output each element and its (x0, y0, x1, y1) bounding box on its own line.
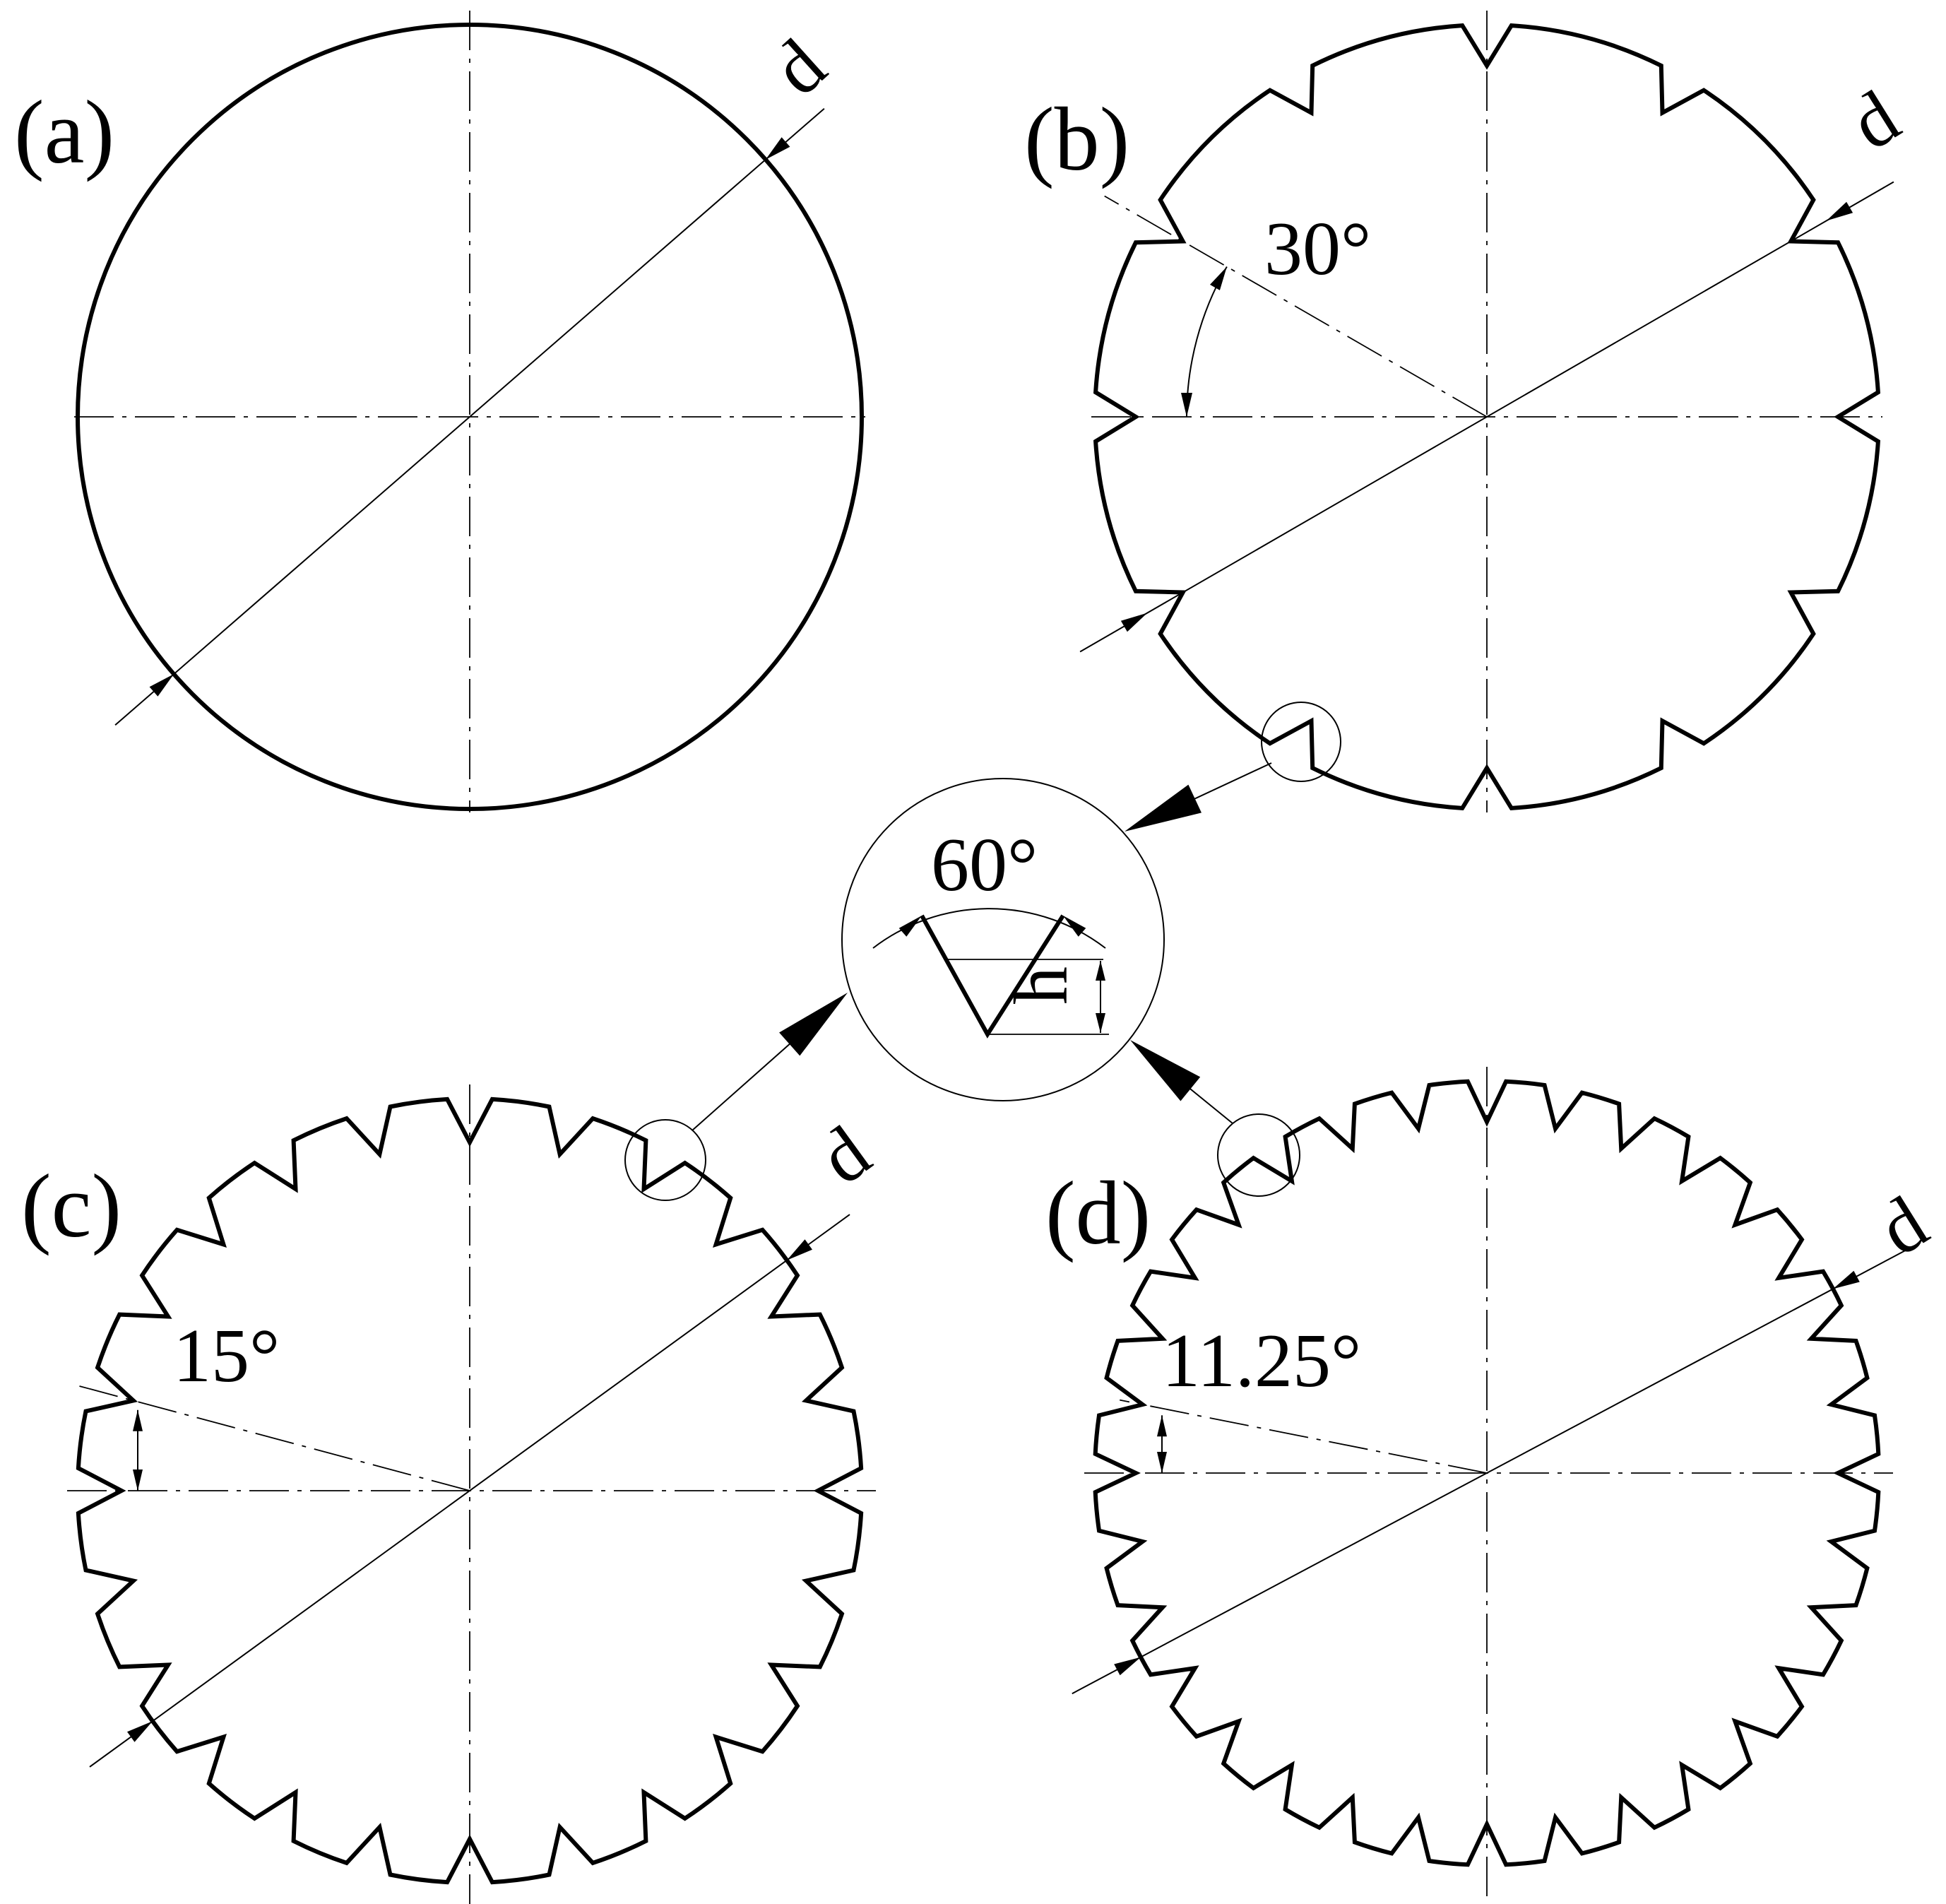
notch-detail-angle-arrow-1 (898, 916, 922, 937)
notch-detail-circle (841, 778, 1165, 1101)
notch-detail-depth-label: h (999, 966, 1084, 1005)
notch-detail-angle-dimension (872, 908, 1106, 960)
panel-d-diameter-dimension-line (1072, 1245, 1915, 1695)
leader-arrow-from-d-head (1130, 1040, 1201, 1101)
panel-b-diameter-dimension (1079, 181, 1894, 653)
panel-a-diameter-label: d (757, 23, 841, 112)
leader-arrow-from-c-head (779, 993, 848, 1056)
panel-b-diameter-dimension-line (1079, 181, 1894, 653)
panel-a-diameter-dimension-arrow-2 (149, 674, 174, 697)
panel-b-angle-dimension-arc (1186, 266, 1228, 418)
panel-d-label: (d) (1045, 1163, 1151, 1263)
panel-d-angle-dimension-arrow-1 (1157, 1415, 1167, 1437)
panel-a-outline (75, 23, 865, 811)
panel-c-diameter-dimension-arrow-1 (787, 1239, 812, 1260)
panel-b-angle-label: 30° (1264, 207, 1371, 291)
panel-b-diameter-dimension-arrow-2 (1120, 613, 1148, 632)
panel-c-outline (76, 1096, 864, 1885)
panel-d-diameter-dimension-arrow-2 (1114, 1657, 1141, 1676)
panel-d-diameter-dimension (1072, 1245, 1915, 1695)
panel-d-angle-label: 11.25° (1162, 1319, 1361, 1403)
panel-b-angle-dimension (1181, 266, 1228, 418)
panel-d: (d) d 11.25° (1045, 1067, 1942, 1904)
panel-b-label: (b) (1024, 89, 1129, 189)
panel-c-detail-callout-circle (624, 1119, 706, 1201)
leader-arrow-from-d (1130, 1040, 1233, 1124)
panel-c-diameter-dimension-arrow-2 (127, 1721, 153, 1742)
notch-detail-depth-arrow-1 (1096, 961, 1105, 981)
panel-c-angle-dimension-arrow-1 (133, 1409, 143, 1431)
panel-d-outline (1093, 1079, 1881, 1867)
notch-detail: 60° h (841, 778, 1165, 1101)
panel-a: (a) d (14, 11, 865, 812)
notch-detail-angle-label: 60° (931, 823, 1038, 907)
panel-c-angle-dimension-arrow-2 (133, 1470, 143, 1491)
panel-b-detail-callout-circle (1261, 702, 1341, 782)
panel-b-diameter-dimension-arrow-1 (1826, 201, 1853, 221)
panel-a-label: (a) (14, 82, 114, 182)
panel-c-diameter-label: d (805, 1110, 885, 1200)
panel-d-angle-ray (1120, 1399, 1488, 1474)
panel-d-diameter-dimension-arrow-1 (1833, 1270, 1860, 1289)
panel-d-angle-dimension-arrow-2 (1157, 1452, 1167, 1473)
panel-b-outline (1093, 23, 1881, 811)
panel-d-detail-callout-circle (1217, 1113, 1300, 1197)
notch-detail-depth-arrow-2 (1096, 1013, 1105, 1033)
leader-arrow-from-b (1125, 762, 1272, 832)
leader-arrow-from-c (692, 993, 848, 1131)
panel-c-angle-label: 15° (173, 1314, 280, 1398)
panel-c-angle-ray (77, 1385, 470, 1491)
notch-detail-depth-dimension (987, 961, 1109, 1035)
panel-b: (b) d 30° (1024, 11, 1914, 812)
leader-arrows (692, 762, 1272, 1131)
panel-c-angle-dimension (133, 1409, 143, 1491)
panel-d-angle-dimension (1157, 1415, 1167, 1473)
panel-b-diameter-label: d (1837, 75, 1914, 167)
panel-c: (c) d 15° (21, 1084, 885, 1904)
panel-c-diameter-dimension-line (89, 1214, 850, 1768)
panel-c-label: (c) (21, 1156, 121, 1256)
panel-a-diameter-dimension-arrow-1 (765, 137, 790, 160)
panel-b-angle-dimension-arrow-2 (1181, 393, 1192, 417)
notch-detail-angle-arrow-2 (1063, 916, 1086, 937)
panel-b-angle-dimension-arrow-1 (1210, 266, 1227, 290)
panel-a-diameter-dimension (114, 107, 825, 726)
panel-b-angle-ray (1104, 195, 1488, 418)
panel-d-diameter-label: d (1865, 1181, 1942, 1272)
panel-a-diameter-dimension-line (114, 107, 825, 726)
leader-arrow-from-b-head (1125, 784, 1202, 832)
panel-c-diameter-dimension (89, 1214, 850, 1768)
